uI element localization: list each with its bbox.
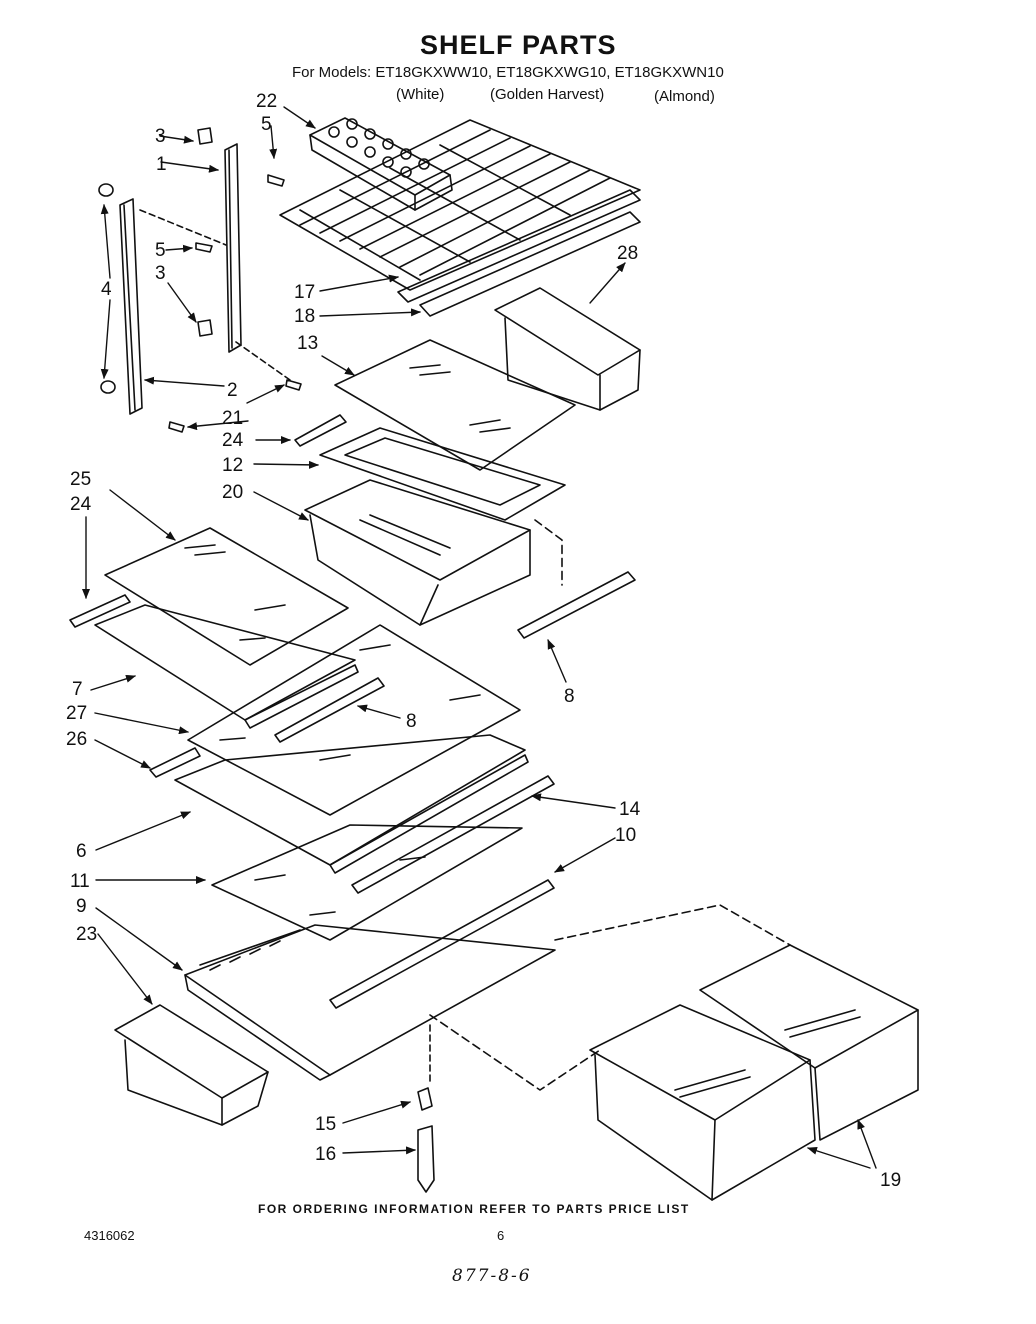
- pan-frame-12: [319, 427, 566, 521]
- callout-9: 9: [76, 896, 87, 917]
- divider-trim-8-right: [517, 571, 636, 639]
- models-line: For Models: ET18GKXWW10, ET18GKXWG10, ET…: [292, 64, 724, 81]
- callout-27: 27: [66, 703, 87, 724]
- callout-11: 11: [70, 871, 90, 892]
- screw-low-left: [168, 421, 185, 433]
- callout-15: 15: [315, 1114, 336, 1135]
- pan-support-16: [417, 1125, 435, 1193]
- pan-support-15: [417, 1087, 433, 1111]
- callout-23: 23: [76, 924, 97, 945]
- page-title: SHELF PARTS: [420, 30, 617, 60]
- shelf-frame-6: [174, 734, 529, 874]
- callout-8-right: 8: [564, 686, 575, 707]
- ordering-note: FOR ORDERING INFORMATION REFER TO PARTS …: [258, 1202, 690, 1216]
- callout-10: 10: [615, 825, 636, 846]
- glass-shelf-11: [211, 824, 523, 941]
- crisper-pan-19-left: [589, 1004, 816, 1201]
- color-label-almond: (Almond): [654, 88, 715, 105]
- callout-3-mid: 3: [155, 263, 166, 284]
- rail-end-cap-top: [98, 183, 114, 197]
- trim-10: [329, 879, 555, 1009]
- ladder-rail-left: [119, 198, 143, 415]
- shelf-trim-24-upper: [294, 414, 347, 447]
- screw-mid: [195, 242, 213, 253]
- callout-8-center: 8: [406, 711, 417, 732]
- crisper-pan-20: [304, 479, 531, 626]
- rail-cap-mid: [197, 319, 213, 337]
- callout-3-top: 3: [155, 126, 166, 147]
- glass-shelf-13: [334, 339, 576, 471]
- ladder-rail-right: [224, 143, 242, 353]
- callout-20: 20: [222, 482, 243, 503]
- callout-26: 26: [66, 729, 87, 750]
- callout-24-lower: 24: [70, 494, 92, 515]
- callout-12: 12: [222, 455, 243, 476]
- trim-14: [351, 775, 555, 894]
- document-number: 4316062: [84, 1228, 135, 1243]
- color-label-golden-harvest: (Golden Harvest): [490, 86, 605, 103]
- callout-14: 14: [619, 799, 641, 820]
- egg-tray: [309, 117, 453, 211]
- door-bin-28: [494, 287, 641, 411]
- callout-13: 13: [297, 333, 318, 354]
- shelf-trim-24-lower: [69, 594, 131, 628]
- callout-16: 16: [315, 1144, 336, 1165]
- crisper-pan-19-right: [699, 944, 919, 1141]
- callout-4: 4: [101, 279, 112, 300]
- glass-shelf-25: [104, 527, 349, 666]
- callout-21: 21: [222, 408, 243, 429]
- screw-low-right: [285, 379, 302, 391]
- callout-5-top: 5: [261, 114, 272, 135]
- rail-end-cap-bottom: [100, 380, 116, 394]
- callout-17: 17: [294, 282, 315, 303]
- color-label-white: (White): [396, 86, 445, 103]
- door-bin-23: [114, 1004, 269, 1126]
- callout-19: 19: [880, 1170, 901, 1191]
- screw-top: [267, 174, 285, 187]
- callout-7: 7: [72, 679, 83, 700]
- callout-18: 18: [294, 306, 315, 327]
- shelf-trim-18: [397, 189, 641, 317]
- handwritten-note: 877-8-6: [452, 1266, 532, 1286]
- rail-cap-top: [197, 127, 213, 145]
- pan-cover-9: [184, 924, 556, 1081]
- callout-6: 6: [76, 841, 87, 862]
- callout-28: 28: [617, 243, 638, 264]
- callout-25: 25: [70, 469, 91, 490]
- shelf-trim-26: [149, 747, 201, 778]
- callout-5-mid: 5: [155, 240, 166, 261]
- shelf-frame-7: [94, 604, 359, 729]
- glass-shelf-27: [187, 624, 521, 816]
- callout-22: 22: [256, 91, 277, 112]
- page-number: 6: [497, 1228, 505, 1243]
- callout-1: 1: [156, 154, 167, 175]
- callout-24-upper: 24: [222, 430, 244, 451]
- callout-2: 2: [227, 380, 238, 401]
- divider-trim-8-center: [274, 677, 385, 743]
